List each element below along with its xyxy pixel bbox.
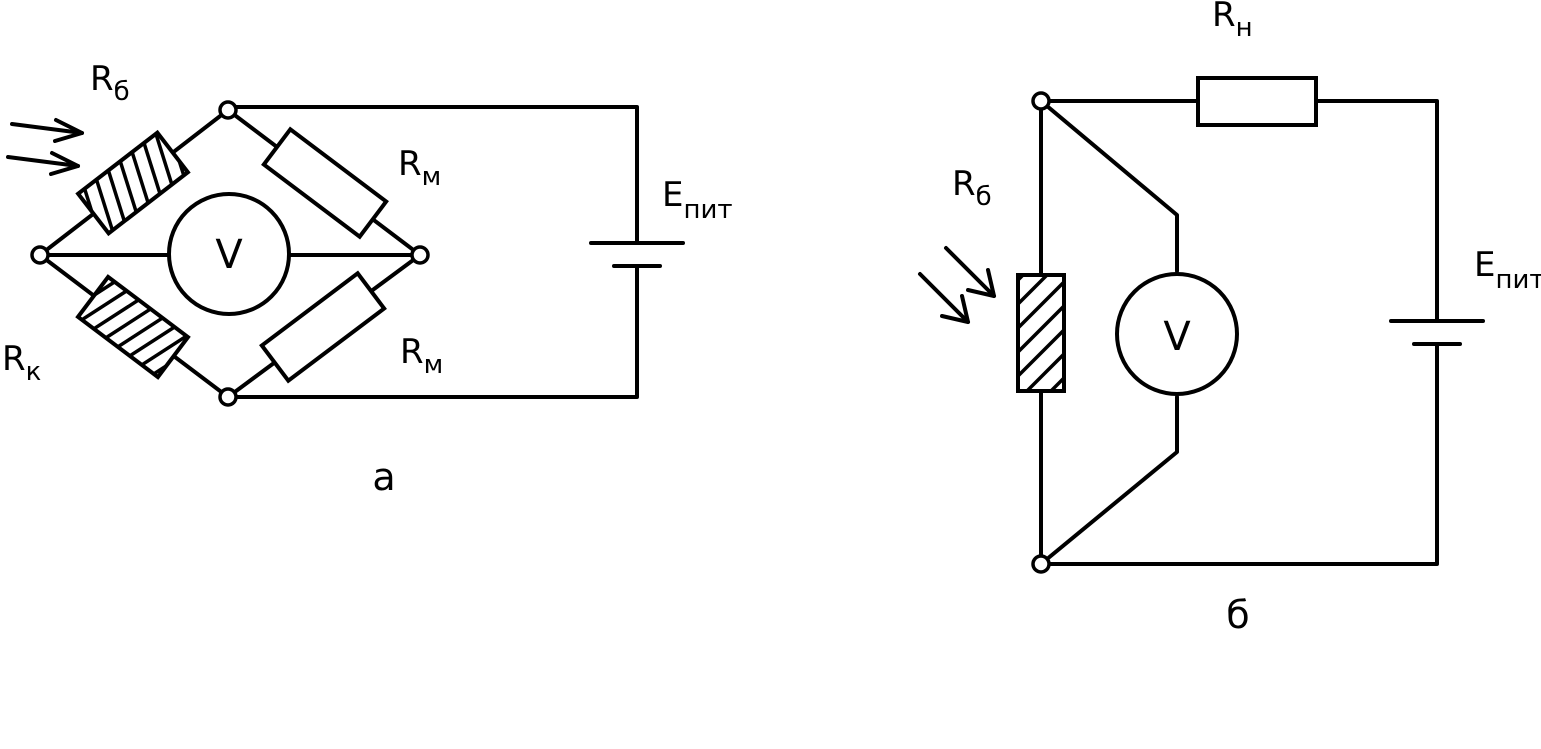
label-a-resistor-bottom: Rм [400, 332, 443, 380]
diagram-a-bridge: V [2, 59, 733, 499]
label-b-photoresistor: Rб [952, 164, 992, 212]
label-b-supply: Eпит [1474, 245, 1541, 295]
voltmeter-b: V [1115, 272, 1239, 396]
hatch-pattern [1018, 275, 1064, 391]
resistor-b-load [1196, 76, 1318, 127]
label-a-supply: Eпит [662, 175, 733, 225]
photoresistor-a-bottom [75, 274, 191, 380]
photoresistor-b [1016, 273, 1066, 393]
label-a-photoresistor-top: Rб [90, 59, 130, 107]
light-arrows-a-icon [6, 118, 84, 176]
voltmeter-a: V [167, 192, 291, 316]
battery-b [1389, 319, 1485, 346]
caption-b: б [1226, 593, 1249, 637]
label-a-photoresistor-bottom: Rк [2, 339, 41, 387]
terminal-nodes-a [30, 100, 430, 407]
voltmeter-a-label: V [215, 232, 243, 278]
terminal-nodes-b [1031, 91, 1051, 574]
diagram-b-divider: V Rн Rб Eпит б [918, 0, 1541, 637]
label-b-load-resistor: Rн [1212, 0, 1253, 43]
battery-a [589, 241, 685, 268]
hatch-pattern [78, 277, 188, 378]
resistor-a-bottom [259, 270, 387, 384]
caption-a: а [372, 455, 395, 499]
resistor-a-top [261, 126, 389, 240]
light-arrows-b-icon [918, 246, 996, 324]
divider-wires [1039, 99, 1439, 566]
label-a-resistor-top: Rм [398, 144, 441, 192]
voltmeter-b-label: V [1163, 314, 1191, 360]
photoresistor-a-top [75, 129, 191, 237]
